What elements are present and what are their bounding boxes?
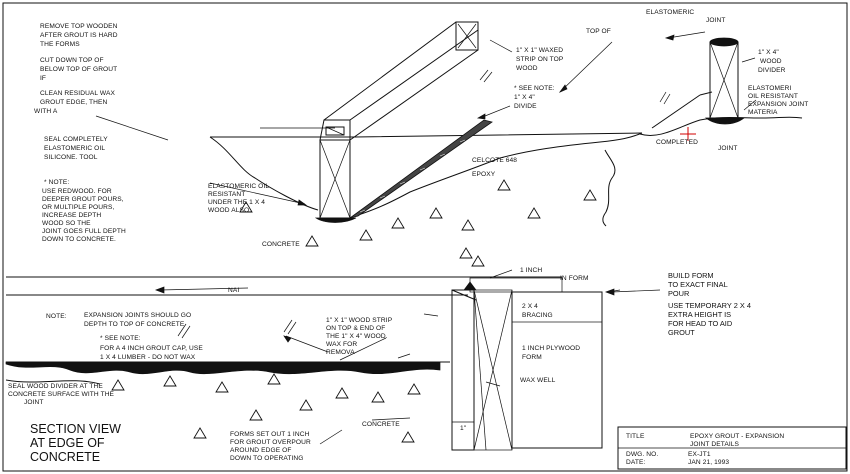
label-joint-bottom: JOINT <box>718 145 738 152</box>
title-block <box>617 426 847 470</box>
label-wax-well: WAX WELL <box>520 377 556 384</box>
note-redwood: * NOTE: <box>44 179 69 186</box>
svg-text:* SEE NOTE:FOR A 4 INCH GROUT: * SEE NOTE:FOR A 4 INCH GROUT CAP, USE1 … <box>100 335 203 361</box>
dwg-label: DWG. NO. <box>626 451 658 458</box>
label-plywood-form: 1 INCH PLYWOOD <box>522 345 580 352</box>
upper-detail <box>95 21 803 259</box>
label-build-form: BUILD FORM <box>668 271 714 280</box>
label-expansion-joints: EXPANSION JOINTS SHOULD GO <box>84 312 191 319</box>
slab-top-edge <box>210 132 643 138</box>
label-forms-set-out: FORMS SET OUT 1 INCH <box>230 431 310 438</box>
note-cut-down: CUT DOWN TOP OF <box>40 57 104 64</box>
lower-section <box>5 255 661 451</box>
label-bracing: 2 X 4 <box>522 303 538 310</box>
label-top-of: TOP OF <box>586 28 611 35</box>
slab-break-right <box>354 132 643 217</box>
label-joint-top: JOINT <box>706 17 726 24</box>
title-value: EPOXY GROUT - EXPANSION <box>690 433 784 440</box>
note-elastomeric-oil: ELASTOMERIC OIL <box>208 183 269 190</box>
title-label: TITLE <box>626 433 645 440</box>
label-elastomeric-top: ELASTOMERIC <box>646 9 694 16</box>
label-waxed-strip: 1" X 1" WAXED <box>516 47 563 54</box>
svg-text:* SEE NOTE:1" X 4"DIVIDE: * SEE NOTE:1" X 4"DIVIDE <box>514 85 555 110</box>
note-remove-top-1: REMOVE TOP WOODEN <box>40 23 118 30</box>
label-exp-joint-material: ELASTOMERI <box>748 85 791 92</box>
date-value: JAN 21, 1993 <box>688 459 729 466</box>
label-one-inch: 1 INCH <box>520 267 542 274</box>
epoxy-wedge <box>349 119 493 219</box>
label-in-form: IN FORM <box>560 275 589 282</box>
label-celcote: CELCOTE 648 <box>472 157 517 164</box>
label-section-view: SECTION VIEW <box>30 422 121 436</box>
note-seal-completely: SEAL COMPLETELY <box>44 136 108 143</box>
label-wood-divider: 1" X 4" <box>758 49 779 56</box>
dwg-value: EX-JT1 <box>688 451 711 458</box>
label-epoxy: EPOXY <box>472 171 496 178</box>
label-one-inch-quote: 1" <box>460 425 467 432</box>
label-concrete-lower: CONCRETE <box>362 421 400 428</box>
label-note: NOTE: <box>46 313 67 320</box>
label-see-note-divider: * SEE NOTE: <box>514 85 555 92</box>
label-wood-strip-end: 1" X 1" WOOD STRIP <box>326 317 393 324</box>
label-completed: COMPLETED <box>656 139 698 146</box>
label-concrete-upper: CONCRETE <box>262 241 300 248</box>
note-clean-residual: CLEAN RESIDUAL WAX <box>40 90 115 97</box>
label-seal-wood-divider: SEAL WOOD DIVIDER AT THE <box>8 383 103 390</box>
label-see-note-grout: * SEE NOTE: <box>100 335 141 342</box>
date-label: DATE: <box>626 459 645 466</box>
label-nai: NAI <box>228 287 239 294</box>
